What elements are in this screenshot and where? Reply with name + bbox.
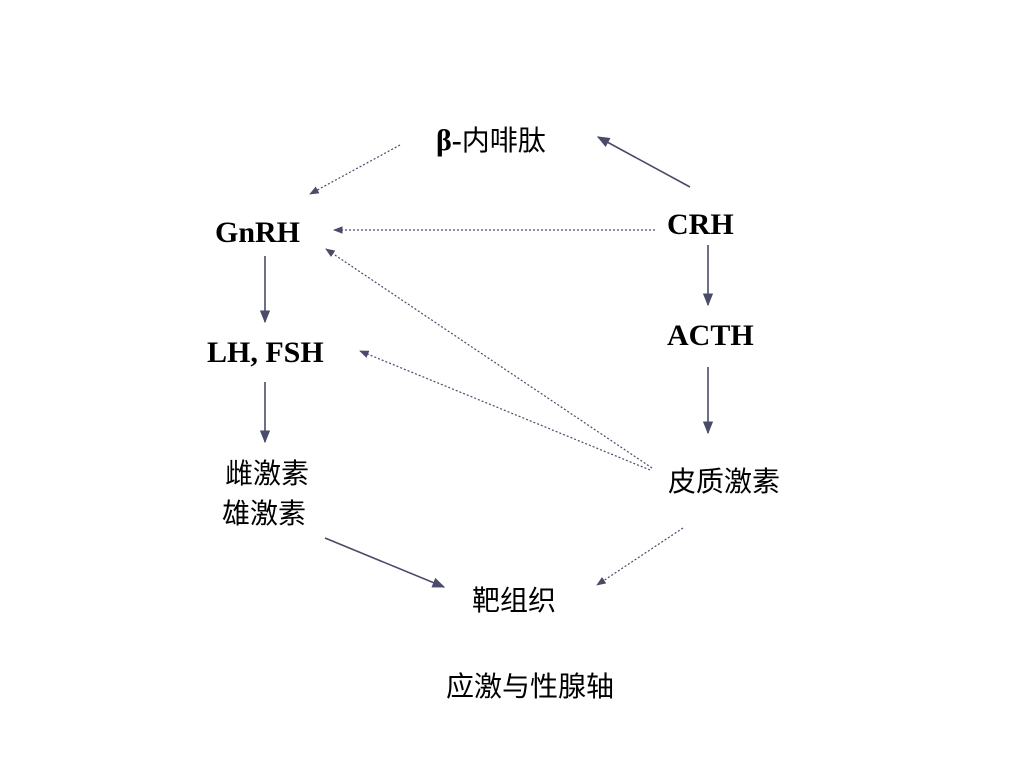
node-target-tissue: 靶组织 bbox=[472, 584, 556, 617]
node-acth: ACTH bbox=[667, 319, 754, 352]
edge-corticosteroid-to-gnrh bbox=[325, 248, 653, 469]
node-gnrh: GnRH bbox=[215, 216, 300, 249]
node-corticosteroid: 皮质激素 bbox=[668, 465, 780, 498]
node-androgen: 雄激素 bbox=[222, 497, 306, 530]
beta-endorphin-name: 内啡肽 bbox=[462, 124, 546, 157]
diagram-caption: 应激与性腺轴 bbox=[446, 670, 614, 703]
edge-sex-hormones-to-target-tissue bbox=[324, 537, 446, 588]
edge-beta-endorphin-to-gnrh bbox=[309, 144, 401, 195]
edge-corticosteroid-to-target-tissue bbox=[596, 527, 684, 586]
node-estrogen: 雌激素 bbox=[225, 457, 309, 490]
node-beta-endorphin: β-内啡肽 bbox=[436, 124, 546, 157]
beta-endorphin-prefix: β- bbox=[436, 124, 462, 157]
edge-crh-to-beta-endorphin bbox=[596, 136, 691, 188]
edge-corticosteroid-to-lh-fsh bbox=[359, 350, 651, 471]
node-lh-fsh: LH, FSH bbox=[207, 336, 324, 369]
node-crh: CRH bbox=[667, 208, 734, 241]
